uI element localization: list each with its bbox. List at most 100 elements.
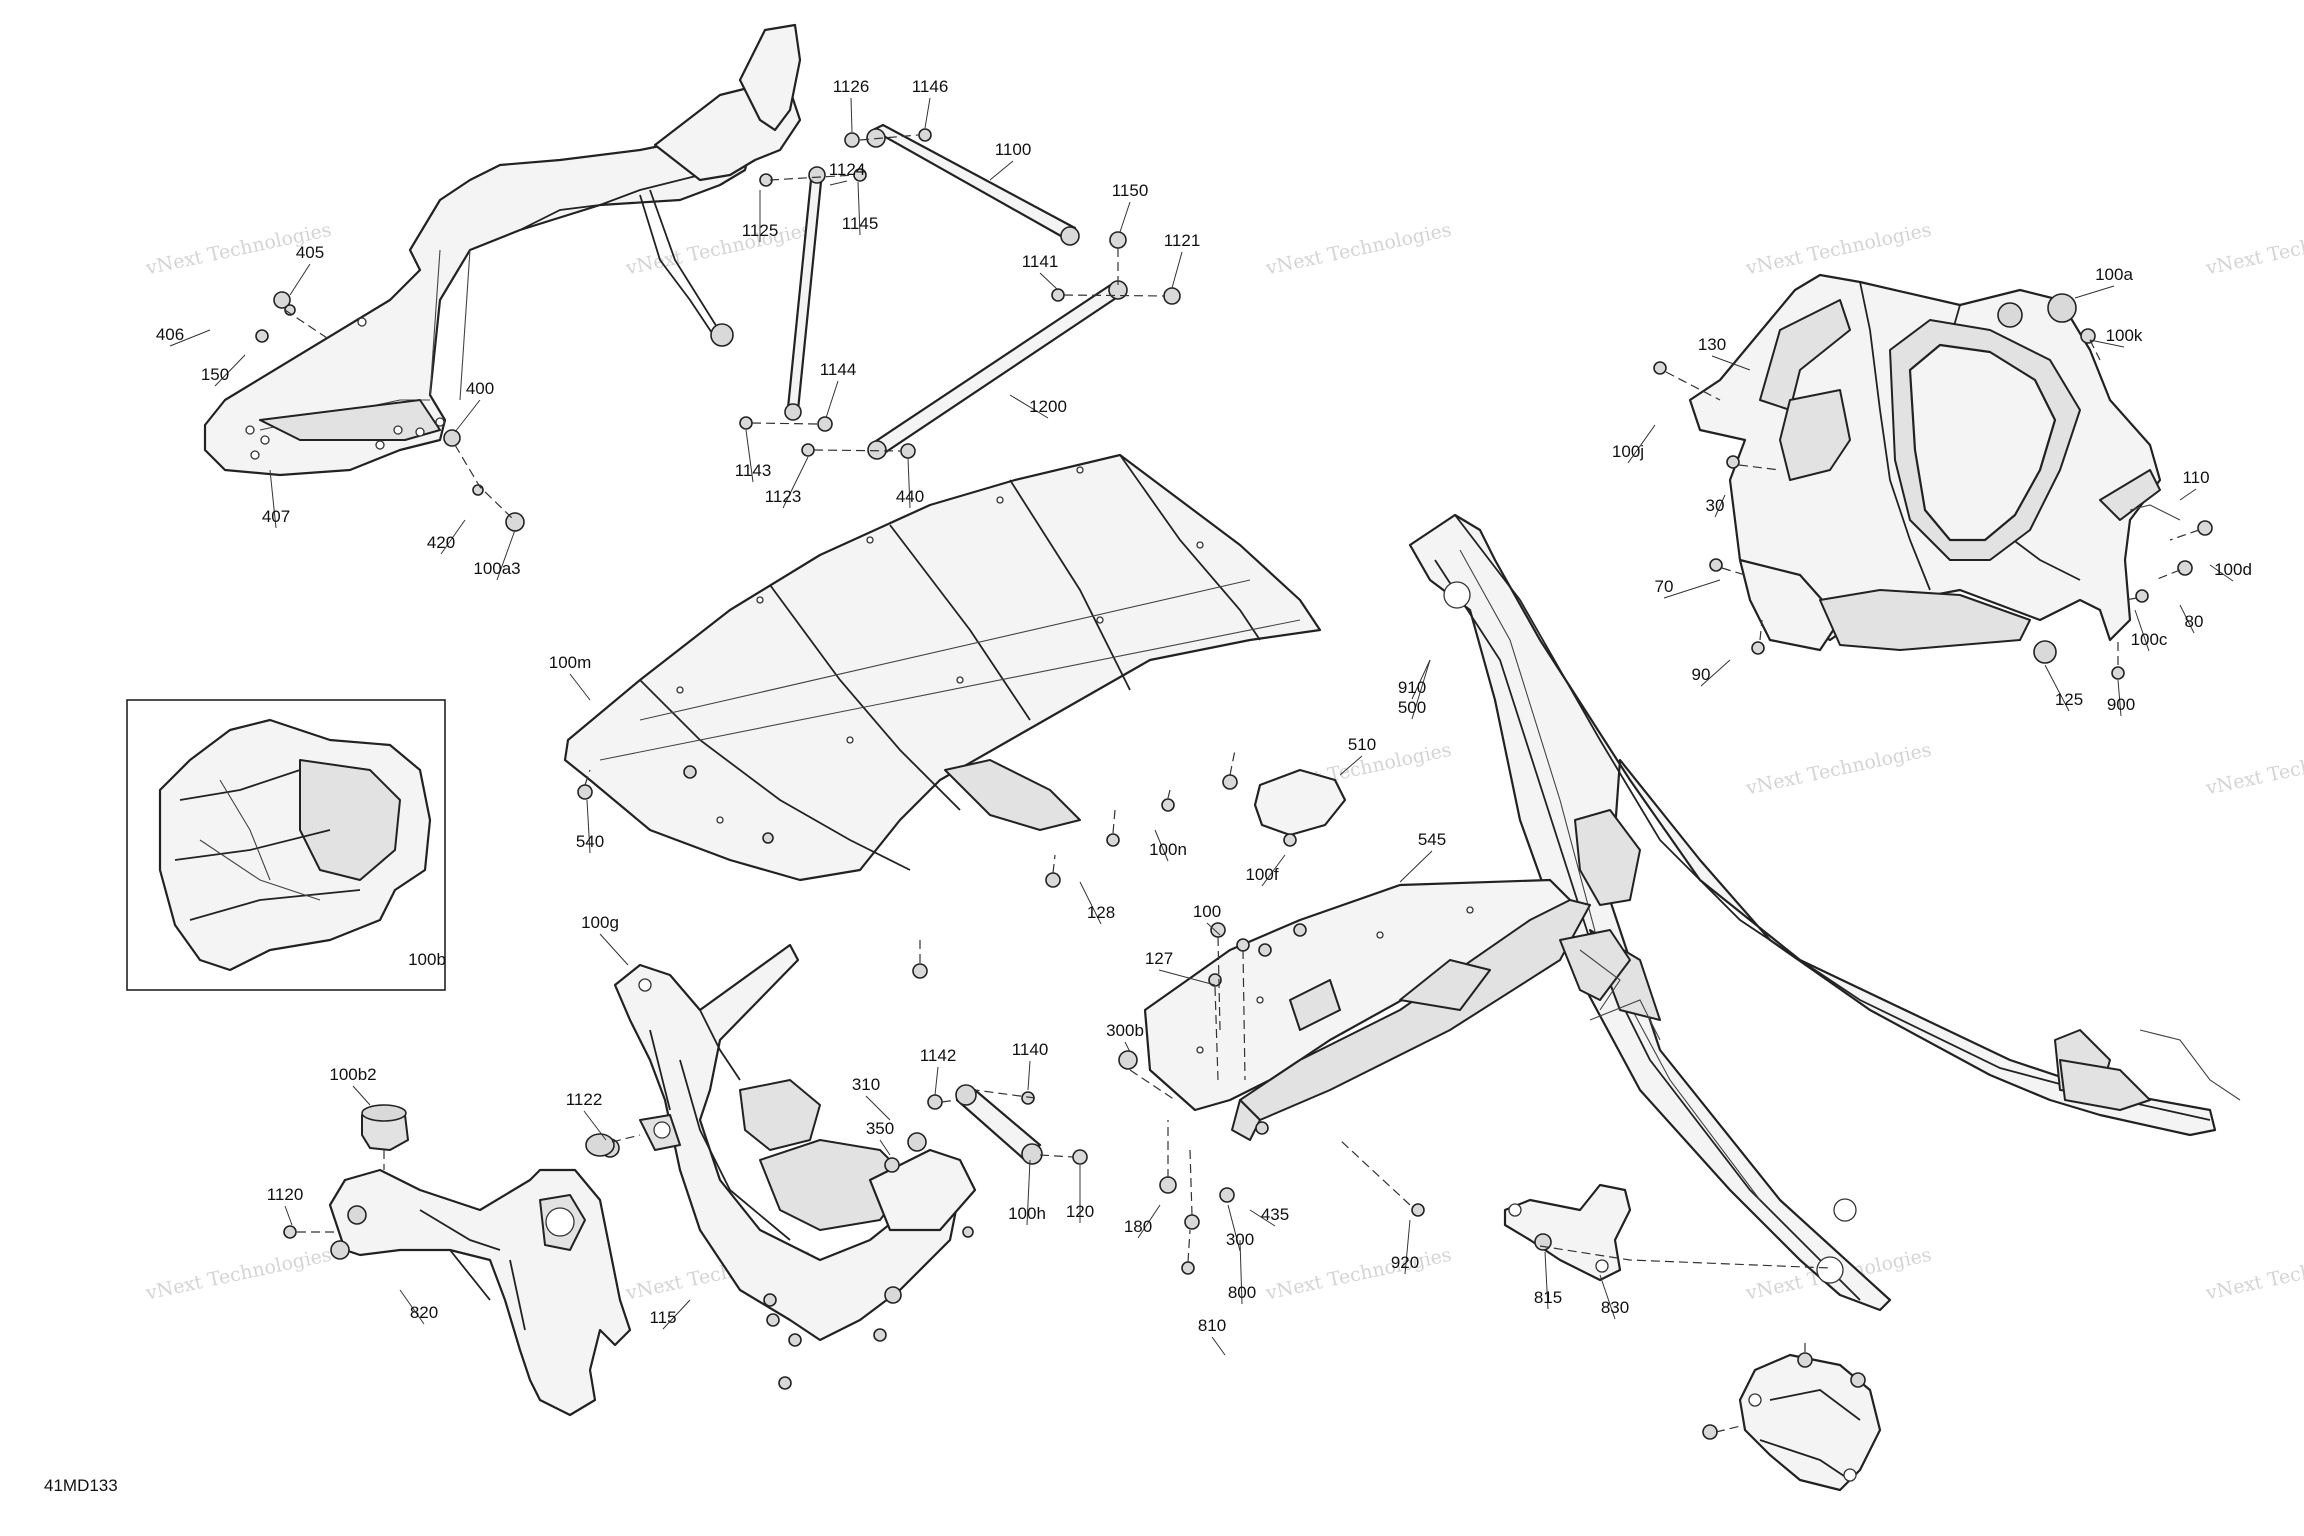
leader-line-100 xyxy=(1206,922,1221,936)
leader-line-100j xyxy=(1627,424,1656,464)
leader-line-1122 xyxy=(583,1110,607,1141)
callout-1142: 1142 xyxy=(920,1046,957,1065)
leader-line-100m xyxy=(569,673,591,701)
watermark: vNext Technologies xyxy=(2203,1244,2304,1305)
callout-100a3: 100a3 xyxy=(473,559,520,578)
leader-line-100k xyxy=(2089,339,2125,348)
callout-405: 405 xyxy=(296,243,324,262)
callout-1123: 1123 xyxy=(765,487,802,506)
leader-line-100a xyxy=(2074,285,2115,299)
leader-line-1146 xyxy=(924,97,931,129)
callout-310: 310 xyxy=(852,1075,880,1094)
callout-545: 545 xyxy=(1418,830,1446,849)
leader-line-100a3 xyxy=(496,529,516,581)
leader-line-100c xyxy=(2134,609,2150,652)
callout-300: 300 xyxy=(1226,1230,1254,1249)
callout-407: 407 xyxy=(262,507,290,526)
leader-line-406 xyxy=(169,329,211,347)
leader-line-300 xyxy=(1227,1204,1241,1252)
watermark: vNext Technologies xyxy=(1743,219,1933,280)
callout-1120: 1120 xyxy=(267,1185,304,1204)
leader-line-90 xyxy=(1700,659,1731,687)
callout-420: 420 xyxy=(427,533,455,552)
callout-900: 900 xyxy=(2107,695,2135,714)
skid-plate xyxy=(1118,878,1661,1275)
leader-line-920 xyxy=(1404,1219,1411,1275)
leader-line-300b xyxy=(1124,1041,1131,1053)
leader-line-125 xyxy=(2044,664,2070,712)
callout-70: 70 xyxy=(1655,577,1674,596)
callout-1126: 1126 xyxy=(833,77,870,96)
leader-line-110 xyxy=(2179,488,2197,501)
callout-100: 100 xyxy=(1193,902,1221,921)
callout-400: 400 xyxy=(466,379,494,398)
leader-line-1150 xyxy=(1119,201,1131,233)
callout-80: 80 xyxy=(2185,612,2204,631)
leader-line-1100 xyxy=(989,160,1014,181)
leader-line-510 xyxy=(1339,755,1363,776)
callout-830: 830 xyxy=(1601,1298,1629,1317)
callout-100m: 100m xyxy=(549,653,592,672)
leader-line-1143 xyxy=(745,429,754,483)
leader-line-440 xyxy=(907,457,911,509)
callout-130: 130 xyxy=(1698,335,1726,354)
link-arm xyxy=(941,1084,1088,1165)
leader-line-310 xyxy=(865,1095,891,1121)
callout-100b2: 100b2 xyxy=(329,1065,376,1084)
callout-1144: 1144 xyxy=(820,360,857,379)
leader-line-80 xyxy=(2179,604,2195,634)
callout-406: 406 xyxy=(156,325,184,344)
callout-820: 820 xyxy=(410,1303,438,1322)
callout-30: 30 xyxy=(1706,496,1725,515)
leader-line-407 xyxy=(269,469,277,529)
callout-110: 110 xyxy=(2182,468,2209,487)
callout-1140: 1140 xyxy=(1012,1040,1049,1059)
leader-line-540 xyxy=(586,799,591,854)
watermark: vNext Technologies xyxy=(623,219,813,280)
callout-125: 125 xyxy=(2055,690,2083,709)
inset-frame-view xyxy=(126,699,446,991)
leader-line-100b2 xyxy=(352,1085,371,1106)
leader-line-1141 xyxy=(1039,272,1059,291)
leader-line-1126 xyxy=(850,97,853,133)
callout-1122: 1122 xyxy=(566,1090,603,1109)
callout-815: 815 xyxy=(1534,1288,1562,1307)
callout-810: 810 xyxy=(1198,1316,1226,1335)
front-frame-assembly xyxy=(203,23,802,477)
callout-180: 180 xyxy=(1124,1217,1152,1236)
leader-line-1124 xyxy=(829,180,848,186)
callout-910: 910 xyxy=(1398,678,1426,697)
watermark: vNext Technologies xyxy=(2203,219,2304,280)
leader-line-545 xyxy=(1399,850,1433,883)
callout-300b: 300b xyxy=(1106,1021,1144,1040)
leader-line-100g xyxy=(599,933,629,966)
callout-1125: 1125 xyxy=(742,221,779,240)
callout-1146: 1146 xyxy=(912,77,949,96)
watermark: vNext Technologies xyxy=(2203,739,2304,800)
leader-line-1140 xyxy=(1027,1060,1031,1091)
callout-100j: 100j xyxy=(1612,442,1644,461)
leader-line-800 xyxy=(1239,1239,1243,1305)
callout-100n: 100n xyxy=(1149,840,1187,859)
leader-line-900 xyxy=(2117,679,2122,717)
callout-350: 350 xyxy=(866,1119,894,1138)
callout-435: 435 xyxy=(1261,1205,1289,1224)
callout-100a: 100a xyxy=(2095,265,2133,284)
callout-150: 150 xyxy=(201,365,229,384)
leader-line-100f xyxy=(1261,854,1286,887)
leader-line-115 xyxy=(662,1299,691,1330)
tie-rods xyxy=(784,123,1128,460)
callout-100b: 100b xyxy=(408,950,446,969)
callout-100g: 100g xyxy=(581,913,619,932)
leader-line-100h xyxy=(1026,1159,1031,1226)
watermark: vNext Technologies xyxy=(1263,1244,1453,1305)
callout-100f: 100f xyxy=(1245,865,1278,884)
callout-1143: 1143 xyxy=(735,461,772,480)
callout-90: 90 xyxy=(1692,665,1711,684)
cover-plate xyxy=(1253,768,1347,847)
callout-800: 800 xyxy=(1228,1283,1256,1302)
leader-line-1144 xyxy=(825,380,839,419)
leader-line-405 xyxy=(289,263,311,296)
callout-1150: 1150 xyxy=(1112,181,1149,200)
callout-120: 120 xyxy=(1066,1202,1094,1221)
